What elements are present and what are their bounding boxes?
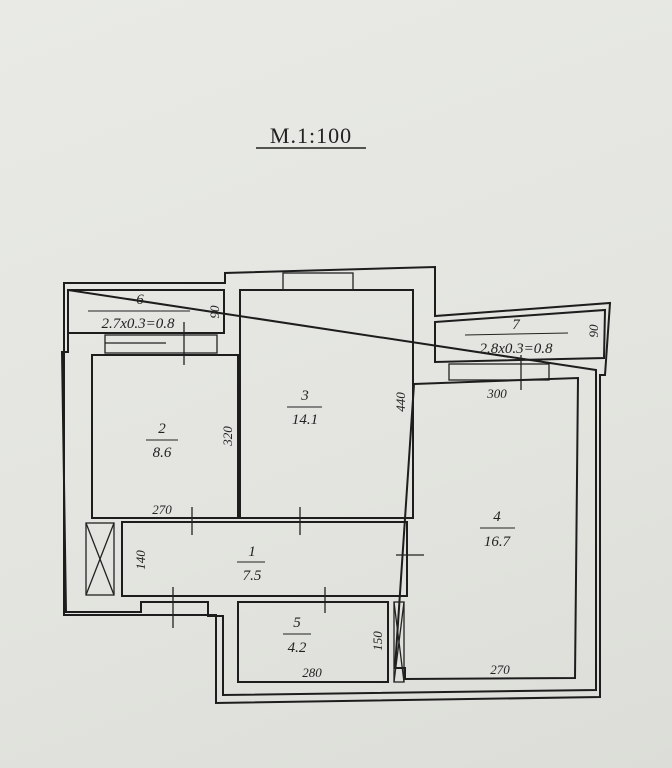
window [448, 363, 550, 381]
window [282, 272, 354, 291]
room-6-area: 2.7x0.3=0.8 [101, 316, 175, 332]
room-5-number: 5 [293, 615, 301, 631]
inner-wall-outline [60, 288, 597, 697]
balcony-7-depth-dimension: 90 [586, 324, 601, 338]
room-2-height-dimension: 320 [220, 426, 235, 447]
vent-shaft-icon [85, 522, 115, 596]
vent-shaft-icon [393, 601, 405, 683]
room-1-height-dimension: 140 [133, 550, 148, 570]
room-1-number: 1 [248, 544, 256, 560]
room-6-number: 6 [136, 292, 144, 308]
room-4-number: 4 [493, 509, 501, 525]
room-2 [91, 354, 239, 519]
room-1-area: 7.5 [243, 568, 262, 584]
balcony-6-depth-dimension: 90 [207, 305, 222, 319]
room-5-area: 4.2 [288, 640, 307, 656]
room-2-area: 8.6 [153, 445, 172, 461]
room-7-area: 2.8x0.3=0.8 [479, 341, 553, 357]
room-2-number: 2 [158, 421, 166, 437]
room-7-balcony [434, 308, 607, 364]
room-1-hallway [121, 521, 408, 597]
room-5-height-dimension: 150 [370, 631, 385, 651]
room-4-bottom-width-dimension: 270 [490, 662, 510, 677]
room-3-number: 3 [300, 388, 309, 404]
scale-title-text: M.1:100 [270, 123, 352, 148]
room-7-number: 7 [512, 317, 521, 333]
room-4-area: 16.7 [484, 534, 512, 550]
room-6-balcony [67, 289, 225, 334]
scale-title: M.1:100 [256, 123, 366, 149]
room-4-top-width-dimension: 300 [486, 386, 507, 401]
room-3 [239, 289, 414, 519]
room-5-bathroom [237, 601, 389, 683]
window [104, 334, 218, 354]
room-3-height-dimension: 440 [393, 392, 408, 412]
room-3-area: 14.1 [292, 412, 318, 428]
room-2-width-dimension: 270 [152, 502, 172, 517]
room-5-width-dimension: 280 [302, 665, 322, 680]
room-4 [393, 376, 580, 681]
room-7-label-divider [464, 332, 569, 336]
